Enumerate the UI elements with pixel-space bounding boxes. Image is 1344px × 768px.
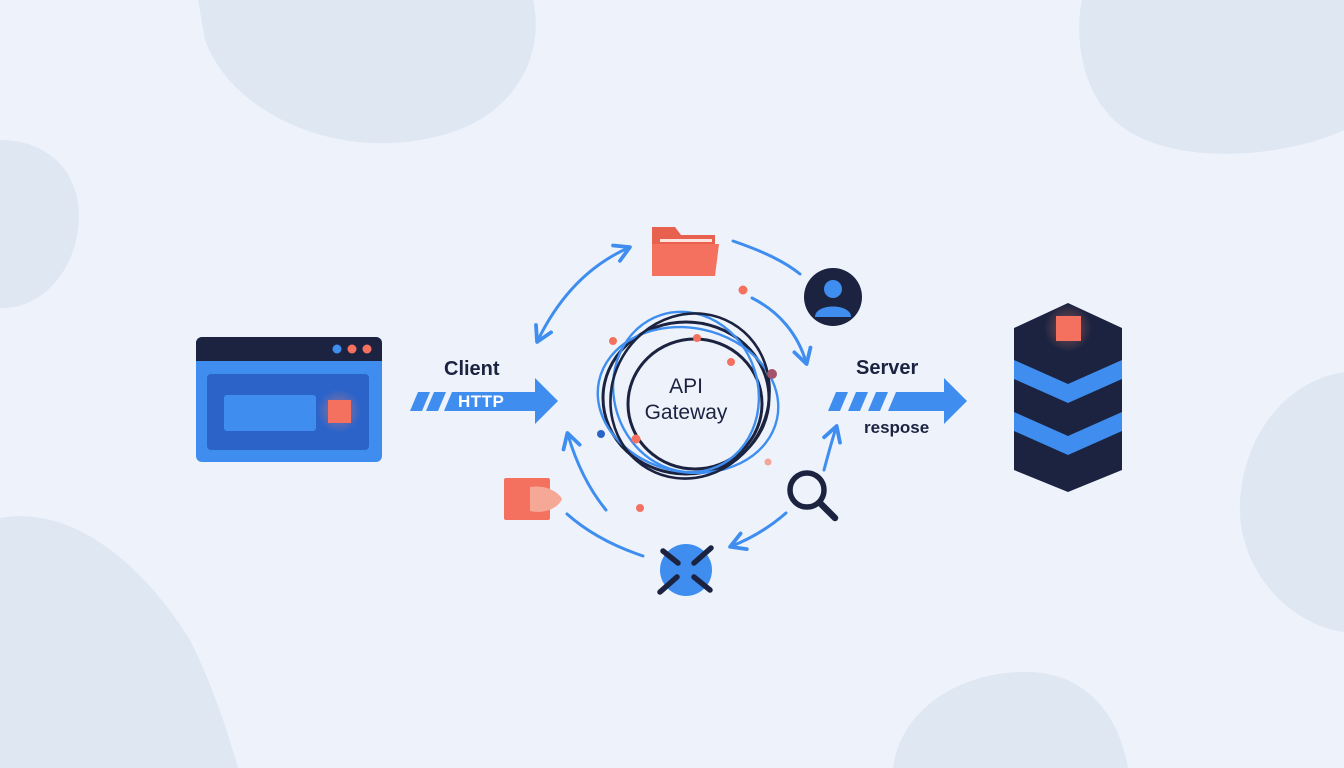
search-icon	[787, 470, 839, 522]
window-coral-square	[328, 400, 351, 423]
api-gateway-line2: Gateway	[644, 401, 728, 424]
user-avatar-icon	[804, 268, 862, 326]
link-icon	[657, 544, 714, 596]
blob-bottom-right	[893, 671, 1128, 768]
api-gateway-label: API Gateway	[618, 374, 754, 426]
response-label: respose	[864, 418, 930, 437]
blob-top-right	[1079, 0, 1344, 154]
browser-window-icon	[196, 337, 382, 462]
server-response-arrow	[828, 378, 967, 424]
http-label: HTTP	[458, 392, 505, 411]
blob-top-center	[198, 0, 536, 144]
folder-icon	[652, 227, 719, 276]
blob-bottom-left	[0, 516, 238, 768]
flow-arrow-bottom-left	[565, 512, 645, 558]
flow-arrow-left-lower	[561, 431, 608, 512]
client-http-arrow	[410, 378, 558, 424]
blob-right	[1239, 372, 1344, 632]
gateway-orbit	[596, 310, 780, 480]
flow-arrow-bottom-right	[728, 511, 788, 552]
server-stack-icon	[1014, 303, 1122, 492]
tag-icon	[504, 478, 562, 520]
window-dot-coral-1	[347, 344, 357, 354]
circular-flow-arrows	[534, 239, 842, 558]
window-dot-blue	[332, 344, 342, 354]
server-label: Server	[856, 357, 919, 379]
window-dot-coral-2	[362, 344, 372, 354]
client-label: Client	[444, 358, 500, 380]
flow-arrow-right-upper	[750, 296, 813, 366]
blob-left	[0, 140, 79, 309]
api-gateway-line1: API	[669, 375, 703, 398]
flow-arrow-top-left	[534, 243, 632, 344]
server-status-light	[1056, 316, 1081, 341]
flow-arrow-top-right	[731, 239, 802, 276]
flow-arrow-right-lower	[822, 424, 842, 472]
